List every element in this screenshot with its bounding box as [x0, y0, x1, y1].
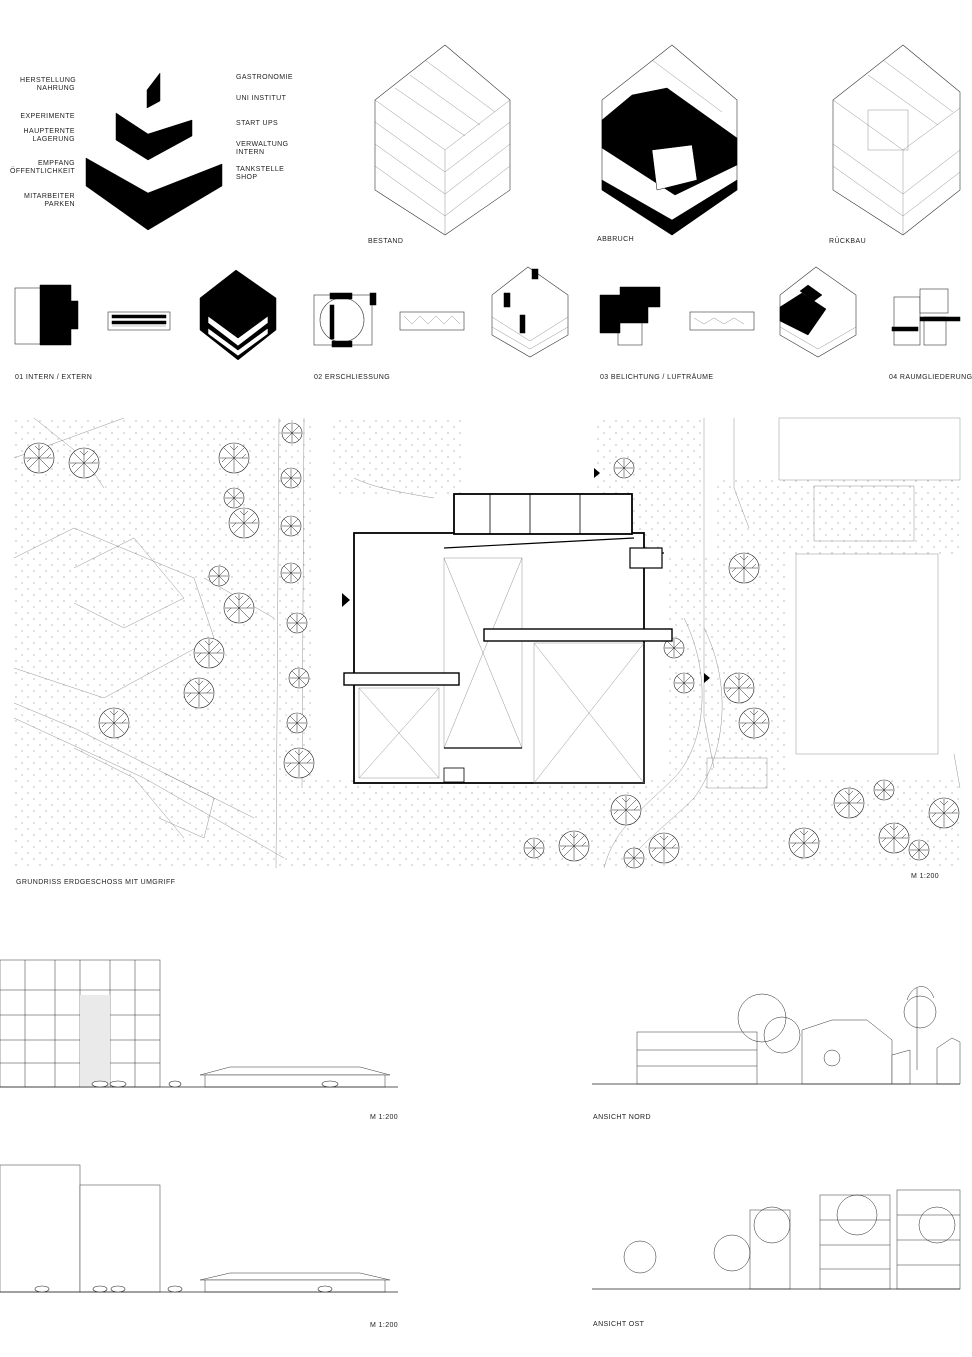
concept-label-uni-institut: UNI INSTITUT [236, 95, 287, 102]
strategy-01-axo [199, 269, 277, 361]
strategy-label-03: 03 BELICHTUNG / LUFTRÄUME [600, 374, 714, 381]
axo-label-rueckbau: RÜCKBAU [829, 238, 867, 245]
site-plan [13, 417, 961, 869]
strategy-02-axo [491, 266, 569, 358]
axo-abbruch [601, 44, 738, 236]
strategy-03-axo [779, 266, 857, 358]
elevation-row2-left-scale: M 1:200 [370, 1322, 399, 1329]
axo-bestand [374, 44, 511, 236]
concept-label-experimente: EXPERIMENTE [20, 113, 75, 120]
strategy-03-plan [599, 286, 661, 346]
main-building-plan [342, 468, 710, 784]
plan-title: GRUNDRISS ERDGESCHOSS MIT UMGRIFF [16, 879, 176, 886]
strategy-label-01: 01 INTERN / EXTERN [15, 374, 93, 381]
strategy-01-section [107, 311, 171, 331]
strategy-02-plan [313, 292, 377, 348]
elevation-ost-title: ANSICHT OST [593, 1321, 645, 1328]
strategy-04-plan [891, 288, 961, 346]
elevation-nord-title: ANSICHT NORD [593, 1114, 651, 1121]
strategy-02-section [399, 311, 465, 331]
elevation-row1-left-scale: M 1:200 [370, 1114, 399, 1121]
axo-label-abbruch: ABBRUCH [597, 236, 635, 243]
axo-rueckbau [832, 44, 961, 236]
strategy-01-plan [14, 284, 79, 346]
axo-label-bestand: BESTAND [368, 238, 404, 245]
elevation-ost [592, 1189, 961, 1290]
strategy-label-04: 04 RAUMGLIEDERUNG [889, 374, 972, 381]
stacked-program-pictogram [85, 72, 223, 231]
strategy-03-section [689, 311, 755, 331]
strategy-label-02: 02 ERSCHLIESSUNG [314, 374, 391, 381]
plan-scale: M 1:200 [911, 873, 940, 880]
elevation-row1-left [0, 959, 398, 1088]
concept-label-start-ups: START UPS [236, 120, 279, 127]
elevation-row2-left [0, 1164, 398, 1293]
concept-label-gastronomie: GASTRONOMIE [236, 74, 293, 81]
elevation-nord [592, 986, 961, 1085]
